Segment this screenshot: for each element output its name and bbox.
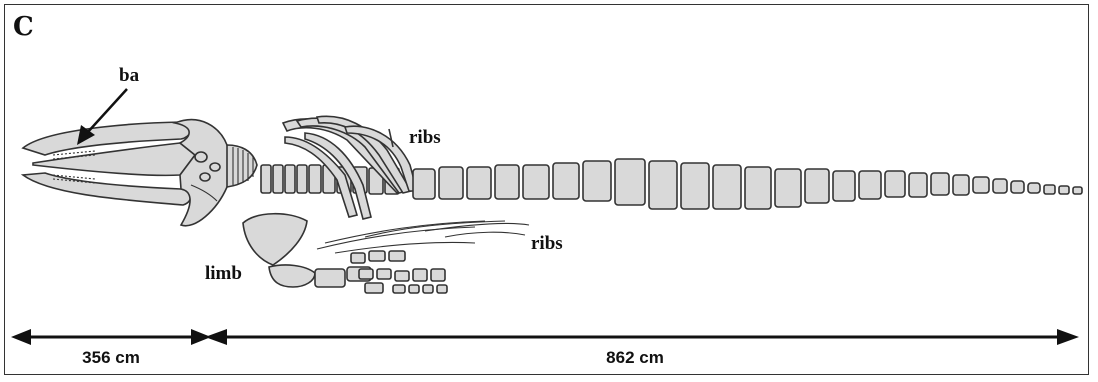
scale-bar-skull <box>11 329 211 345</box>
label-ribs-upper: ribs <box>409 127 441 148</box>
panel-letter: C <box>13 12 34 42</box>
measurement-postcranial: 862 cm <box>606 348 664 367</box>
scale-bar-postcranial <box>205 329 1079 345</box>
measurement-skull: 356 cm <box>82 348 140 367</box>
forelimb <box>243 214 447 293</box>
label-baleen: ba <box>119 65 140 86</box>
skull <box>23 120 237 226</box>
label-ribs-lower: ribs <box>531 233 563 254</box>
label-limb: limb <box>205 263 242 284</box>
lumbar-caudal-vertebrae <box>413 159 1082 209</box>
skeleton-figure: C ba <box>4 4 1089 375</box>
neck-vertebrae <box>227 145 257 187</box>
ribs-lower <box>317 221 529 253</box>
